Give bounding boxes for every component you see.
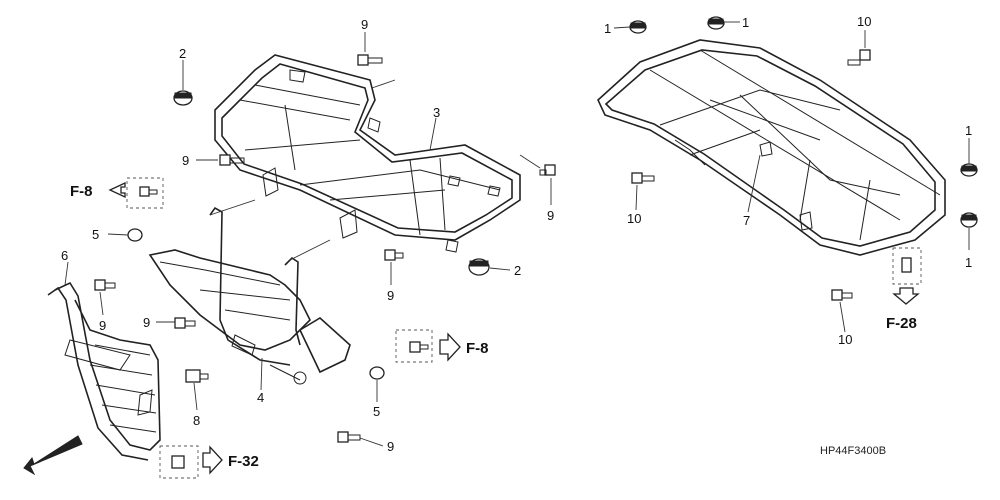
callout-8: 8 [193, 413, 200, 428]
bolt-9-right [539, 164, 556, 176]
arrow-f32 [202, 445, 223, 475]
ref-f8-right: F-8 [466, 340, 489, 357]
diagram-code: HP44F3400B [820, 445, 886, 457]
cap-1b [707, 16, 725, 30]
arrow-f8-left [108, 181, 126, 199]
arrow-f8-right [439, 332, 461, 362]
bolt-ref-f32 [171, 455, 185, 469]
front-carrier [597, 39, 946, 256]
callout-10b: 10 [627, 211, 641, 226]
front-marker-label: FR. [40, 454, 61, 472]
callout-9c: 9 [547, 208, 554, 223]
callout-6: 6 [61, 248, 68, 263]
callout-4: 4 [257, 390, 264, 405]
rear-carrier [214, 54, 521, 253]
callout-10a: 10 [857, 14, 871, 29]
grommet-5a [127, 228, 143, 242]
ref-box-f8-left [126, 177, 164, 209]
callout-1a: 1 [604, 21, 611, 36]
leader-lines [64, 21, 970, 447]
cap-1d [960, 212, 978, 228]
ref-f32: F-32 [228, 453, 259, 470]
grommet-5b [369, 366, 385, 380]
callout-9f: 9 [143, 315, 150, 330]
bolt-9-guard [174, 317, 196, 329]
bolt-ref-f8-right [409, 341, 429, 353]
arrow-f28 [892, 287, 920, 305]
front-direction-arrow [23, 435, 83, 476]
cap-2b [468, 258, 490, 276]
bolt-9-bottom [337, 431, 361, 443]
callout-9d: 9 [387, 288, 394, 303]
callout-1b: 1 [742, 15, 749, 30]
callout-5a: 5 [92, 227, 99, 242]
callout-1c: 1 [965, 123, 972, 138]
callout-2a: 2 [179, 46, 186, 61]
front-guard-cover [47, 281, 161, 461]
bolt-9-mid [384, 249, 404, 261]
ref-box-f32 [159, 445, 199, 479]
cap-2a [173, 90, 193, 106]
cap-1c [960, 163, 978, 177]
callout-5b: 5 [373, 404, 380, 419]
callout-9e: 9 [99, 318, 106, 333]
bolt-9-left [219, 154, 245, 166]
bolt-10-bottom [831, 289, 853, 301]
ref-f28: F-28 [886, 315, 917, 332]
callout-9a: 9 [361, 17, 368, 32]
ref-box-f8-right [395, 329, 433, 363]
bolt-10-left [631, 172, 655, 184]
bolt-9-lower [94, 279, 116, 291]
bolt-9-top [357, 54, 383, 66]
bolt-ref-f28 [901, 257, 912, 273]
bolt-ref-f8-left [139, 186, 158, 197]
callout-9b: 9 [182, 153, 189, 168]
guard-frame [148, 206, 351, 385]
clip-8 [185, 369, 209, 383]
callout-7: 7 [743, 213, 750, 228]
cap-1a [629, 20, 647, 34]
callout-10c: 10 [838, 332, 852, 347]
ref-box-f28 [892, 247, 922, 285]
bolt-10-top [847, 49, 871, 66]
callout-9g: 9 [387, 439, 394, 454]
callout-2b: 2 [514, 263, 521, 278]
ref-f8-left: F-8 [70, 183, 93, 200]
callout-3: 3 [433, 105, 440, 120]
callout-1d: 1 [965, 255, 972, 270]
